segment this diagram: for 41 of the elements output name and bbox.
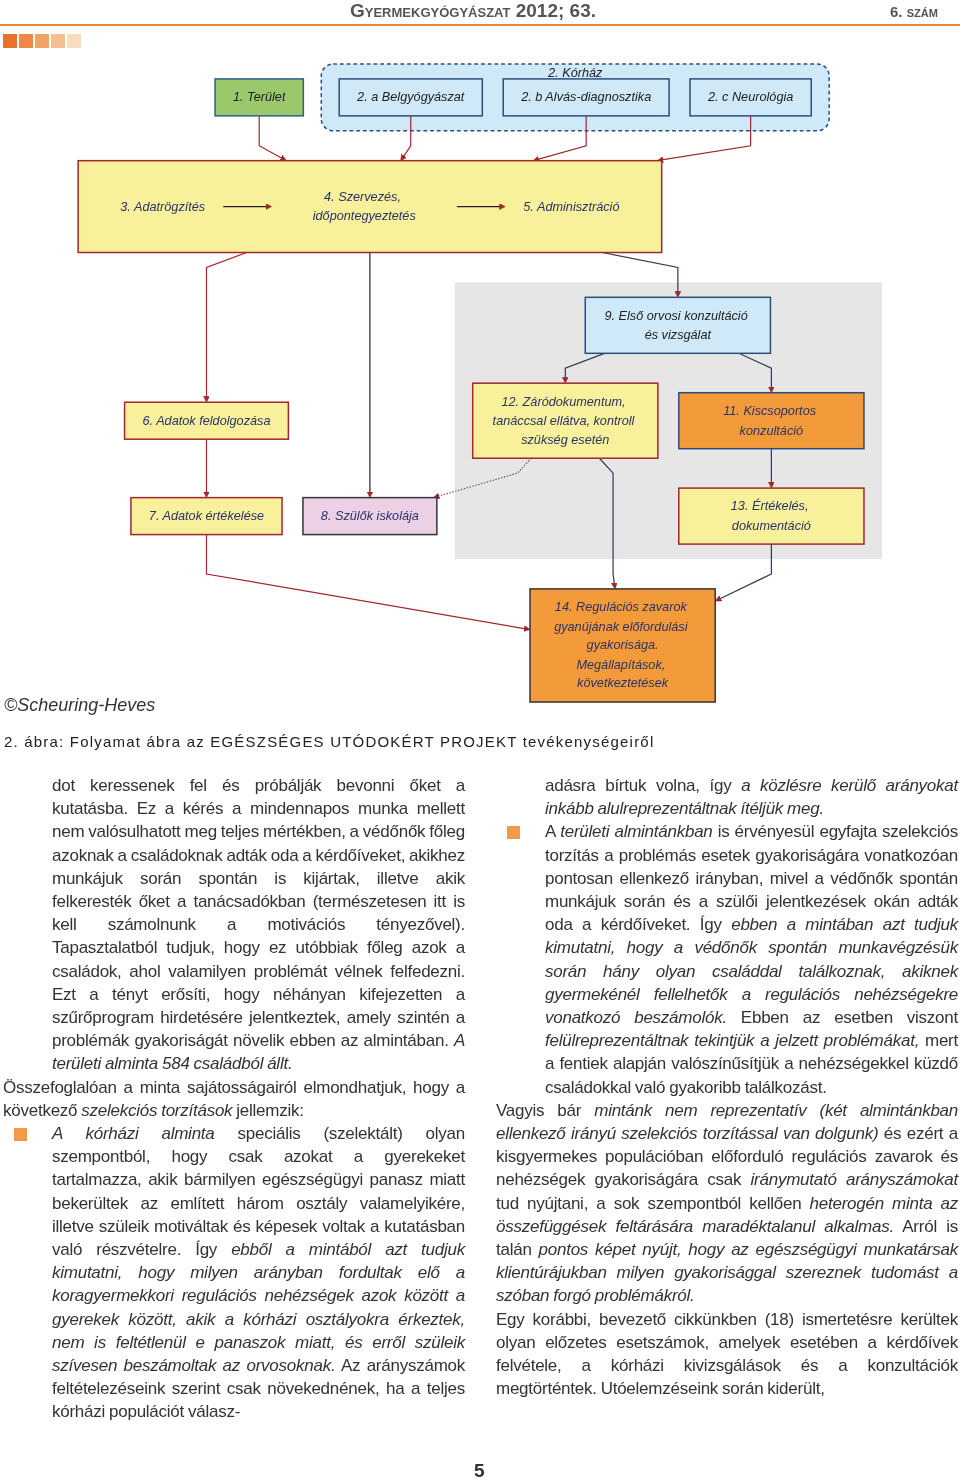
node-box: 2. b Alvás-diagnosztika [502, 78, 670, 117]
arrow [768, 448, 775, 489]
node-box: 12. Záródokumentum, tanáccsal ellátva, kontroll szükség esetén [471, 382, 659, 459]
cluster [454, 282, 882, 560]
node-text: 5. Adminisztráció [523, 199, 620, 214]
issue-number: 6. szám [890, 3, 938, 20]
node-box: 2. a Belgyógyászat [338, 78, 484, 117]
arrow [400, 115, 412, 161]
node-box: 1. Terület [214, 78, 305, 117]
arrow [205, 534, 531, 632]
node-text: 4. Szervezés, időpontegyeztetés [312, 189, 416, 224]
node-box: 8. Szülők iskolája [302, 496, 438, 536]
arrow [738, 352, 775, 393]
node-box: 6. Adatok feldolgozása [123, 401, 290, 440]
arrow [258, 115, 287, 161]
body-paragraph: dot keressenek fel és próbálják bevonni őket a kutatásba. Ez a kérés a mindennapos munka mellett nem valósulhatott meg teljes mértékben, a védőnők főleg azoknak a családoknak adták oda a kérdőíveket, akikhez munkájuk során spontán is kijártak, illetve akik felkeresték őket a tanácsadókban (természetesen itt is kell számolnunk a motivációs tényezővel). Tapasztalatból tudjuk, hogy ez utóbbiak főleg azok a családok, ahol valamilyen problémát vélnek felfedezni. Ezt a tényt erősíti, hogy néhányan kifejezetten a szűrőprogram hirdetésére jelentkeztek, amely szintén a problémák gyakoriságát növelik ebben az almintában. A területi alminta 584 családból állt. [52, 775, 465, 1076]
arrow [656, 115, 752, 163]
figure-caption: 2. ábra: Folyamat ábra az EGÉSZSÉGES UTÓDOKÉRT PROJEKT tevékenységeiről [4, 733, 655, 750]
node-box: 14. Regulációs zavarok gyanújának előfordulási gyakorisága. Megállapítások, következtetések [529, 588, 716, 703]
journal-header: Gyermekgyógyászat 2012; 63. [350, 0, 596, 22]
node-box: 2. c Neurológia [689, 78, 812, 117]
arrow [598, 457, 618, 590]
cluster [77, 159, 663, 254]
copyright-note: ©Scheuring-Heves [4, 695, 156, 716]
body-paragraph: A kórházi alminta speciális (szelektált) olyan szempontból, hogy csak azokat a gyerekeket tartalmazza, akik bármilyen egészségügyi panasz miatt bekerültek az említett három osztály valamelyikére, illetve szüleik motiváltak és képesek voltak a kutatásban való részvételre. Így ebből a mintából azt tudjuk kimutatni, hogy milyen arányban fordultak elő a koragyermekkori regulációs nehézségek azok között a gyerekek között, akik a kórházi osztályokra érkeztek, nem is feltétlenül e panaszok miatt, és erről szüleik szívesen beszámoltak az orvosoknak. Az arányszámok feltételezéseink szerint csak növekednének, ha a teljes kórházi populációt válasz- [52, 1123, 465, 1424]
page-number: 5 [474, 1460, 485, 1482]
arrow [222, 203, 272, 210]
body-paragraph: Vagyis bár mintánk nem reprezentatív (két almintánkban ellenkező irányú szelekciós torzítással van dolgunk) és ezért a kisgyermekes populációban előforduló regulációs zavarok és nehézségek gyakoriságára csak iránymutató arányszámokat tud nyújtani, a sok szempontból kellően heterogén minta az összefüggések feltárására maradéktalanul alkalmas. Arról is talán pontos képet nyújt, hogy az egészségügyi munkatársak klientúrájukban milyen gyakorisággal szereznek tudomást a szóban forgó problémákról. [496, 1099, 958, 1308]
body-paragraph: Egy korábbi, bevezető cikkünkben (18) ismertetésre kerültek olyan előzetes esetszámok, amelyek esetében a kérdőívek felvétele, a kórházi kivizsgálások és a konzultációk megtörténtek. Utóelemzéseink során kiderült, [496, 1308, 958, 1401]
arrow [203, 438, 210, 498]
body-paragraph: A területi almintánkban is érvényesül egyfajta szelekciós torzítás a problémás esetek gyakoriságára vonatkozóan pontosan ellenkező irányban, mivel a védőnők spontán munkájuk során és a szülői jelentkezések okán adták oda a kérdőíveket. Így ebben a mintában azt tudjuk kimutatni, hogy a védőnők spontán munkavégzésük során hány olyan családdal találkoznak, akiknek gyermekénél fellelhetők a regulációs nehézségekre vonatkozó beszámolók. Ebben az esetben viszont felülreprezentáltnak tekintjük a jelzett problémákat, mert a fentiek alapján valószínűsítjük a nehézségekkel küzdő családokkal való gyakoribb találkozást. [545, 821, 958, 1099]
body-paragraph: Összefoglalóan a minta sajátosságairól elmondhatjuk, hogy a következő szelekciós torzítások jellemzik: [3, 1076, 465, 1122]
body-paragraph: adásra bírtuk volna, így a közlésre kerülő arányokat inkább alulreprezentáltnak ítéljük meg. [545, 775, 958, 821]
node-box: 13. Értékelés, dokumentáció [678, 487, 865, 545]
node-box: 9. Első orvosi konzultáció és vizsgálat [584, 296, 772, 355]
arrow [433, 457, 532, 500]
node-box: 7. Adatok értékelése [130, 496, 283, 536]
node-box: 11. Kiscsoportos konzultáció [678, 391, 865, 450]
node-text: 3. Adatrögzítés [120, 199, 206, 214]
arrow [456, 203, 506, 210]
arrow [366, 251, 374, 498]
